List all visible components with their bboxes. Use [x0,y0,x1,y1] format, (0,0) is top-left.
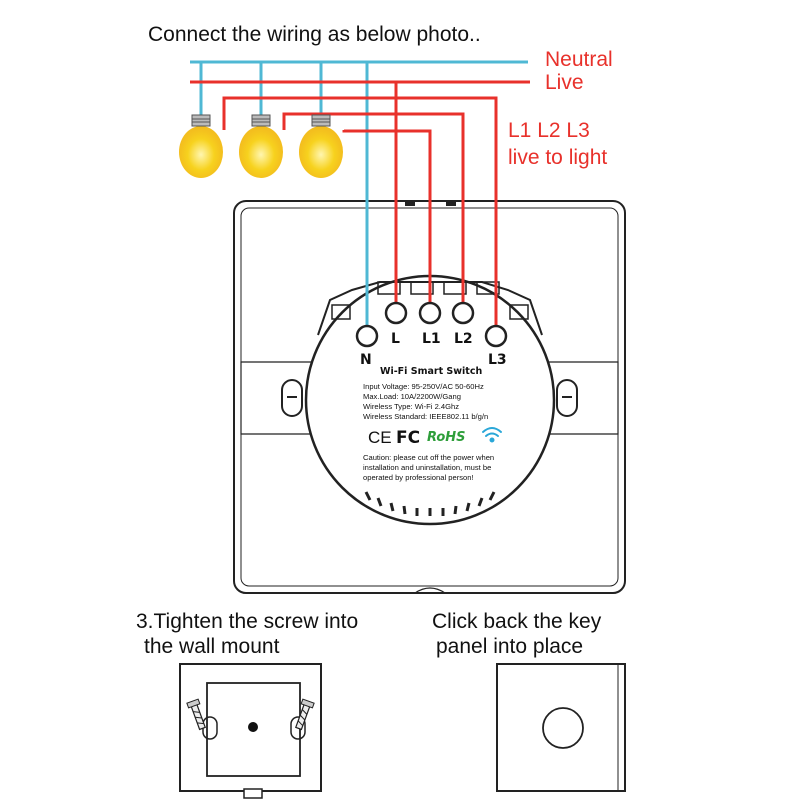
fc-mark: FC [396,428,420,448]
caution-line: installation and uninstallation, must be [363,463,491,472]
terminal-l [384,301,408,325]
caution-line: operated by professional person! [363,473,474,482]
spec-line: Wireless Standard: IEEE802.11 b/g/n [363,412,488,421]
screw-icon [294,698,315,731]
wall-mount-illustration [179,663,322,799]
step4-text-line2: panel into place [436,635,583,658]
terminal-n [355,324,379,348]
caution-line: Caution: please cut off the power when [363,453,494,462]
light-bulb-icon [299,114,343,178]
wiring-heading: Connect the wiring as below photo.. [148,23,481,46]
terminal-label-l: L [391,331,400,347]
left-slot [281,379,303,417]
live-wires [190,80,530,330]
lines-label: L1 L2 L3 [508,119,590,142]
terminal-l3 [484,324,508,348]
spec-line: Wireless Type: Wi-Fi 2.4Ghz [363,402,459,411]
lines-sublabel: live to light [508,146,607,169]
key-panel-illustration [496,663,626,792]
terminal-l1 [418,301,442,325]
terminal-label-n: N [360,352,372,368]
wifi-icon [482,427,502,443]
neutral-wires [190,60,528,332]
rohs-mark: RoHS [427,430,466,445]
light-bulb-icon [239,114,283,178]
touch-key [542,707,584,749]
spec-line: Max.Load: 10A/2200W/Gang [363,392,461,401]
screw-icon [186,698,207,731]
terminal-label-l2: L2 [454,331,473,347]
ce-mark: CE [368,428,392,447]
step3-text-line2: the wall mount [144,635,280,658]
live-label: Live [545,71,584,94]
terminal-l2 [451,301,475,325]
terminal-label-l1: L1 [422,331,441,347]
module-title: Wi-Fi Smart Switch [380,366,482,377]
terminal-label-l3: L3 [488,352,507,368]
light-bulb-icon [179,114,223,178]
step4-text-line1: Click back the key [432,610,602,633]
spec-line: Input Voltage: 95-250V/AC 50-60Hz [363,382,484,391]
step3-text-line1: 3.Tighten the screw into [136,610,358,633]
neutral-label: Neutral [545,48,613,71]
right-slot [556,379,578,417]
